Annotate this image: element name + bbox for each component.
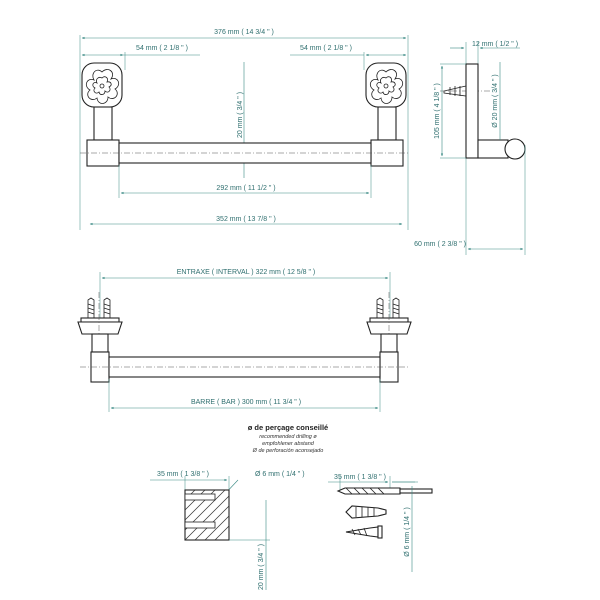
- dim-overall-label: 376 mm ( 14 3/4 " ): [214, 29, 274, 36]
- dim-left-rosette-label: 54 mm ( 2 1/8 " ): [136, 45, 188, 52]
- dim-tube-diameter-label: Ø 20 mm ( 3/4 " ): [492, 74, 499, 127]
- drilling-note-de: empfohlener abstand: [262, 441, 315, 447]
- front-view: 376 mm ( 14 3/4 " ) 54 mm ( 2 1/8 " ) 54…: [79, 29, 410, 230]
- wall-plug: [345, 505, 387, 519]
- right-rosette: [365, 62, 407, 167]
- dim-barre-label: BARRE ( BAR ) 300 mm ( 11 3/4 " ): [191, 399, 301, 406]
- drilling-note-es: Ø de perforación aconsejado: [252, 448, 324, 454]
- drill-bit: [336, 487, 433, 495]
- drilling-note: ø de perçage conseillé recommended drill…: [248, 423, 328, 454]
- drill-detail: 35 mm ( 1 3/8 " ) Ø 6 mm ( 1/4 " ) 20 mm…: [150, 471, 305, 590]
- dim-plate-label: 12 mm ( 1/2 " ): [472, 41, 518, 48]
- dim-hardware-length-label: 35 mm ( 1 3/8 " ): [334, 474, 386, 481]
- dim-drill-width-label: 35 mm ( 1 3/8 " ): [157, 471, 209, 478]
- dim-inner-label: 292 mm ( 11 1/2 " ): [216, 185, 275, 192]
- side-wall-plate: [465, 63, 479, 159]
- side-view: 12 mm ( 1/2 " ) 105 mm ( 4 1/8 " ) Ø 20 …: [414, 41, 526, 255]
- dim-hardware-bit-label: Ø 6 mm ( 1/4 " ): [404, 507, 411, 557]
- left-rosette: [81, 62, 123, 167]
- drilling-note-en: recommended drilling ø: [259, 434, 317, 440]
- screw: [345, 525, 383, 539]
- drill-hole-top: [184, 493, 216, 501]
- dim-drill-depth-label: 20 mm ( 3/4 " ): [258, 544, 265, 590]
- drill-hole-bottom: [184, 521, 216, 529]
- dim-outer-label: 352 mm ( 13 7/8 " ): [216, 216, 276, 223]
- dim-rosette-height-label: 20 mm ( 3/4 " ): [237, 92, 244, 138]
- dim-right-rosette-label: 54 mm ( 2 1/8 " ): [300, 45, 352, 52]
- dim-projection-label: 60 mm ( 2 3/8 " ): [414, 241, 466, 248]
- dim-drill-hole-label: Ø 6 mm ( 1/4 " ): [255, 471, 305, 478]
- dim-entraxe-label: ENTRAXE ( INTERVAL ) 322 mm ( 12 5/8 " ): [177, 269, 316, 276]
- rear-view: ENTRAXE ( INTERVAL ) 322 mm ( 12 5/8 " ): [77, 269, 412, 412]
- drilling-note-title: ø de perçage conseillé: [248, 423, 328, 432]
- side-tube: [504, 138, 526, 160]
- hardware-detail: 35 mm ( 1 3/8 " ) Ø 6 mm ( 1/4 " ): [328, 474, 433, 572]
- dim-height-label: 105 mm ( 4 1/8 " ): [434, 83, 441, 139]
